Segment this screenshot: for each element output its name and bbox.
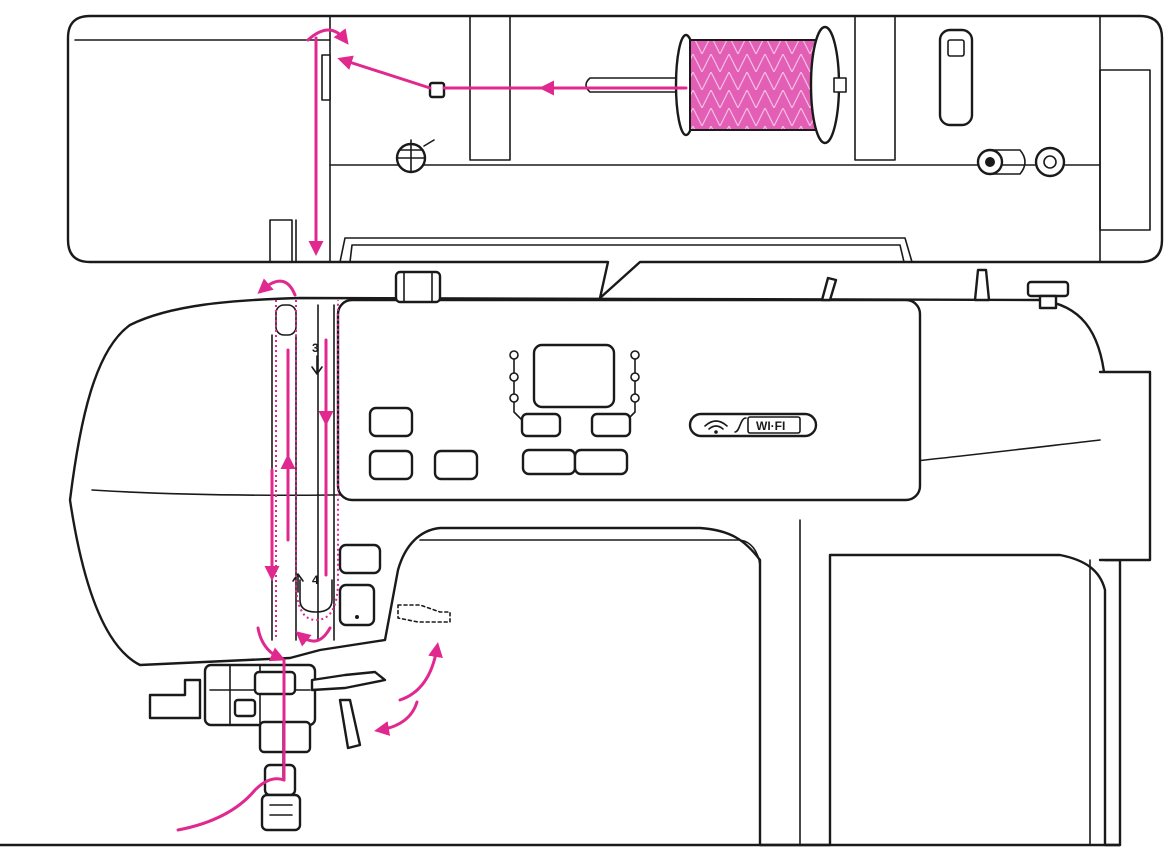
lever-arrow-up (398, 642, 443, 702)
panel-frame (336, 298, 922, 502)
foot-bar-left (148, 678, 202, 720)
step-3-arrow-icon (311, 355, 323, 375)
callout-frame (66, 14, 1164, 300)
handwheel-stem-icon (1038, 294, 1058, 310)
wifi-icon (704, 420, 728, 434)
side-button-needle[interactable] (338, 583, 376, 627)
machine-side-block (1098, 370, 1152, 562)
threader-handle (338, 698, 362, 750)
spool-pin-icon (820, 276, 838, 302)
step-4-arrow-icon (292, 573, 304, 593)
thread-dotted-right (295, 300, 339, 622)
led-indicators (509, 350, 640, 421)
thread-guide-icon (428, 81, 446, 99)
panel-button-5[interactable] (590, 412, 632, 438)
handwheel-knob-icon (1026, 280, 1070, 298)
panel-button-2[interactable] (368, 449, 414, 481)
thread-arc-top (306, 28, 349, 45)
panel-button-6[interactable] (521, 448, 577, 476)
thread-arc-guide (256, 626, 286, 662)
tension-disc-icon (395, 139, 435, 174)
panel-button-7[interactable] (573, 448, 629, 476)
wifi-label: WI·FI (756, 419, 785, 433)
top-knobs (394, 268, 1070, 310)
needle-threader (253, 670, 297, 696)
side-button-top[interactable] (338, 543, 382, 575)
clamp-screw-icon (233, 698, 257, 718)
lever-arrow-down (374, 700, 419, 736)
spool-icon (689, 39, 819, 131)
spool-pin-top (585, 77, 681, 93)
threader-lever (310, 670, 387, 692)
thread-path (176, 28, 688, 832)
control-panel: WI·FI (336, 298, 922, 502)
top-view-callout (66, 14, 1164, 300)
panel-button-1[interactable] (368, 406, 414, 438)
step-label-4: 4 (312, 573, 319, 587)
spool-pin-2-icon (973, 268, 991, 302)
thread-tail (176, 777, 286, 832)
spool-pin-end (833, 77, 847, 93)
presser-foot-sole (260, 793, 302, 832)
thread-arc-takeup (257, 278, 297, 297)
thread-arc-bottom-loop (295, 626, 332, 647)
panel-button-3[interactable] (433, 449, 479, 481)
presser-foot-lifter[interactable] (397, 604, 451, 623)
step-label-3: 3 (312, 341, 319, 355)
presser-foot-assembly (148, 663, 387, 832)
wifi-badge: WI·FI (688, 412, 818, 438)
panel-button-4[interactable] (520, 412, 562, 438)
arm-inner-contour (419, 539, 761, 846)
take-up-lever-icon (321, 54, 331, 101)
bobbin-winder-icon (394, 270, 442, 304)
thread-segment-guide-to-lever (337, 55, 432, 90)
lcd-screen (532, 343, 616, 409)
